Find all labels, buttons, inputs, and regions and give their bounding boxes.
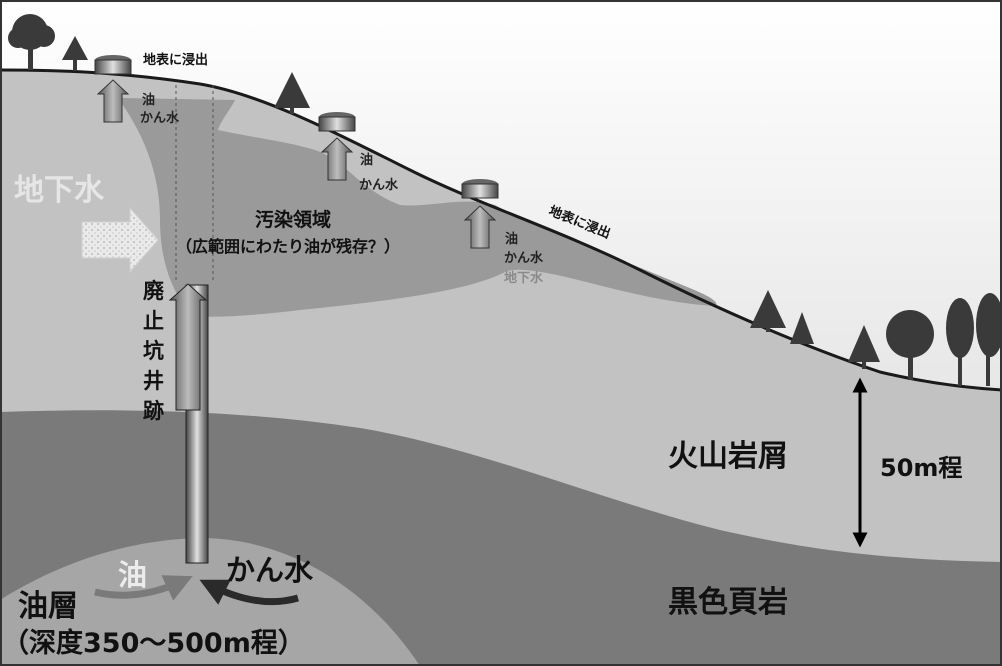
tree-icon <box>848 325 880 369</box>
abandoned-well-shaft <box>168 283 209 564</box>
abandoned-well-char-3: 坑 <box>143 339 164 363</box>
abandoned-well-char-2: 止 <box>143 309 164 333</box>
depth-label: 50m程 <box>880 454 962 482</box>
seep-2-brine: かん水 <box>359 177 399 193</box>
contamination-title: 汚染領域 <box>255 208 331 231</box>
oil-flow-arrow-icon <box>94 575 193 601</box>
brine-flow-arrow-icon <box>199 579 299 606</box>
up-arrow-icon <box>168 283 208 411</box>
seep-3-brine: かん水 <box>504 250 544 266</box>
groundwater-arrow-icon <box>81 206 159 274</box>
up-arrow-icon <box>320 137 354 181</box>
tree-icon <box>886 310 934 380</box>
seep-label-top: 地表に浸出 <box>143 52 208 68</box>
tree-icon <box>790 312 814 344</box>
ground-surface-line <box>0 68 1002 392</box>
tree-icon <box>62 36 88 71</box>
seep-well-1 <box>94 55 132 123</box>
seep-3-oil: 油 <box>505 231 518 247</box>
oil-layer-depth: （深度350～500m程） <box>2 627 305 659</box>
groundwater-label: 地下水 <box>14 173 105 208</box>
abandoned-well-char-4: 井 <box>143 369 164 393</box>
seep-1-oil: 油 <box>142 92 155 108</box>
tree-icon <box>274 72 310 114</box>
contamination-area <box>118 98 717 317</box>
oil-arrow-label: 油 <box>118 558 147 592</box>
up-arrow-icon <box>463 205 497 249</box>
tree-icon <box>750 290 786 332</box>
brine-arrow-label: かん水 <box>226 553 314 587</box>
trees <box>8 14 1002 386</box>
seep-well-3 <box>461 179 499 249</box>
seep-2-oil: 油 <box>360 152 373 168</box>
seep-well-2 <box>318 112 356 181</box>
up-arrow-icon <box>96 79 130 123</box>
oil-layer-label: 油層 <box>18 589 78 624</box>
seep-1-brine: かん水 <box>140 110 180 126</box>
volcanic-debris-label: 火山岩屑 <box>668 439 788 474</box>
tree-icon <box>976 293 1002 386</box>
tree-icon <box>8 14 55 70</box>
tree-icon <box>946 298 974 386</box>
abandoned-well-char-1: 廃 <box>143 279 165 303</box>
seep-3-groundwater: 地下水 <box>504 270 544 286</box>
abandoned-well-char-5: 跡 <box>143 399 164 423</box>
contamination-note: （広範囲にわたり油が残存？） <box>176 237 400 256</box>
black-shale-label: 黒色頁岩 <box>668 585 788 620</box>
